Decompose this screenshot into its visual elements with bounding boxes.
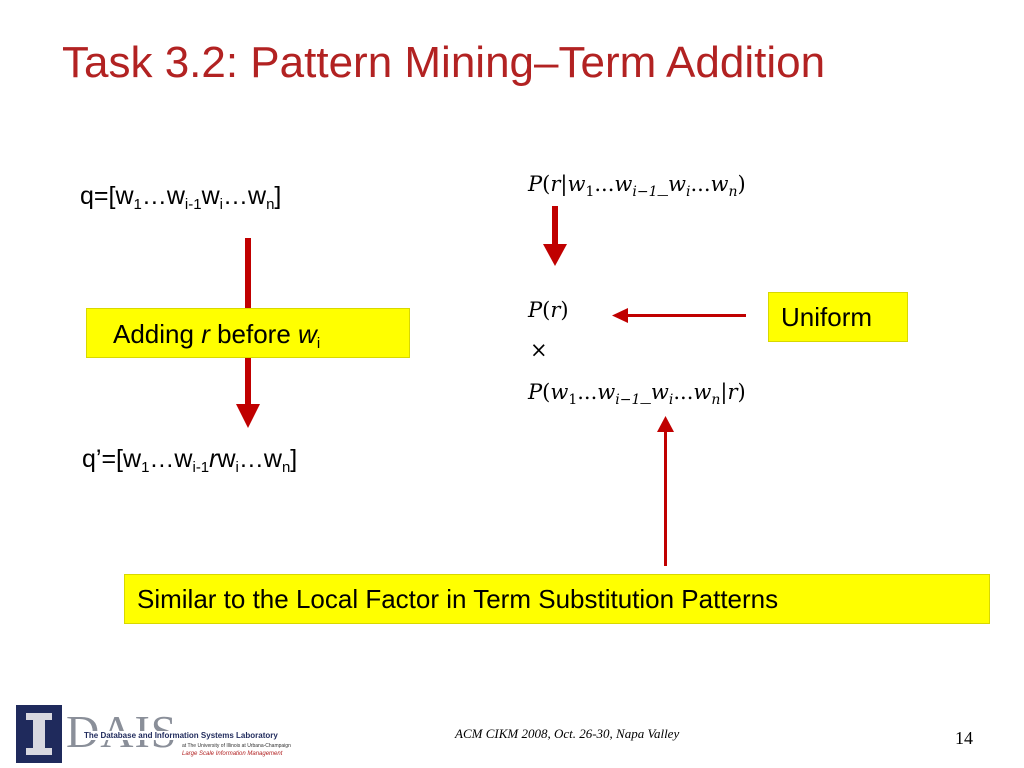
formula-posterior: P(r|w1...wi−1_wi...wn) [528,172,746,200]
local-factor-note: Similar to the Local Factor in Term Subs… [124,574,990,624]
adding-r-box: Adding r before wi [86,308,410,358]
formula-prior: P(r) [528,298,569,322]
query-original: q=[w1…wi-1wi…wn] [80,182,282,213]
times-symbol: × [530,338,548,362]
footer-conference: ACM CIKM 2008, Oct. 26-30, Napa Valley [455,726,680,741]
slide-title: Task 3.2: Pattern Mining–Term Addition [62,38,826,87]
query-modified: q’=[w1…wi-1rwi…wn] [82,445,298,476]
formula-likelihood: P(w1...wi−1_wi...wn|r) [528,380,746,408]
logo-line2: at The University of Illinois at Urbana-… [182,743,291,749]
page-number: 14 [955,728,973,748]
dais-logo: DAIS The Database and Information System… [16,705,316,763]
right-down-arrow [543,206,567,266]
up-arrow [657,416,674,566]
q-prime-prefix: q’=[ [82,445,124,473]
uniform-arrow [612,308,746,323]
q-prefix: q=[ [80,182,116,210]
logo-line3: Large Scale Information Management [182,751,283,757]
uniform-box: Uniform [768,292,908,342]
logo-line1: The Database and Information Systems Lab… [82,731,280,740]
illinois-i-icon [16,705,62,763]
